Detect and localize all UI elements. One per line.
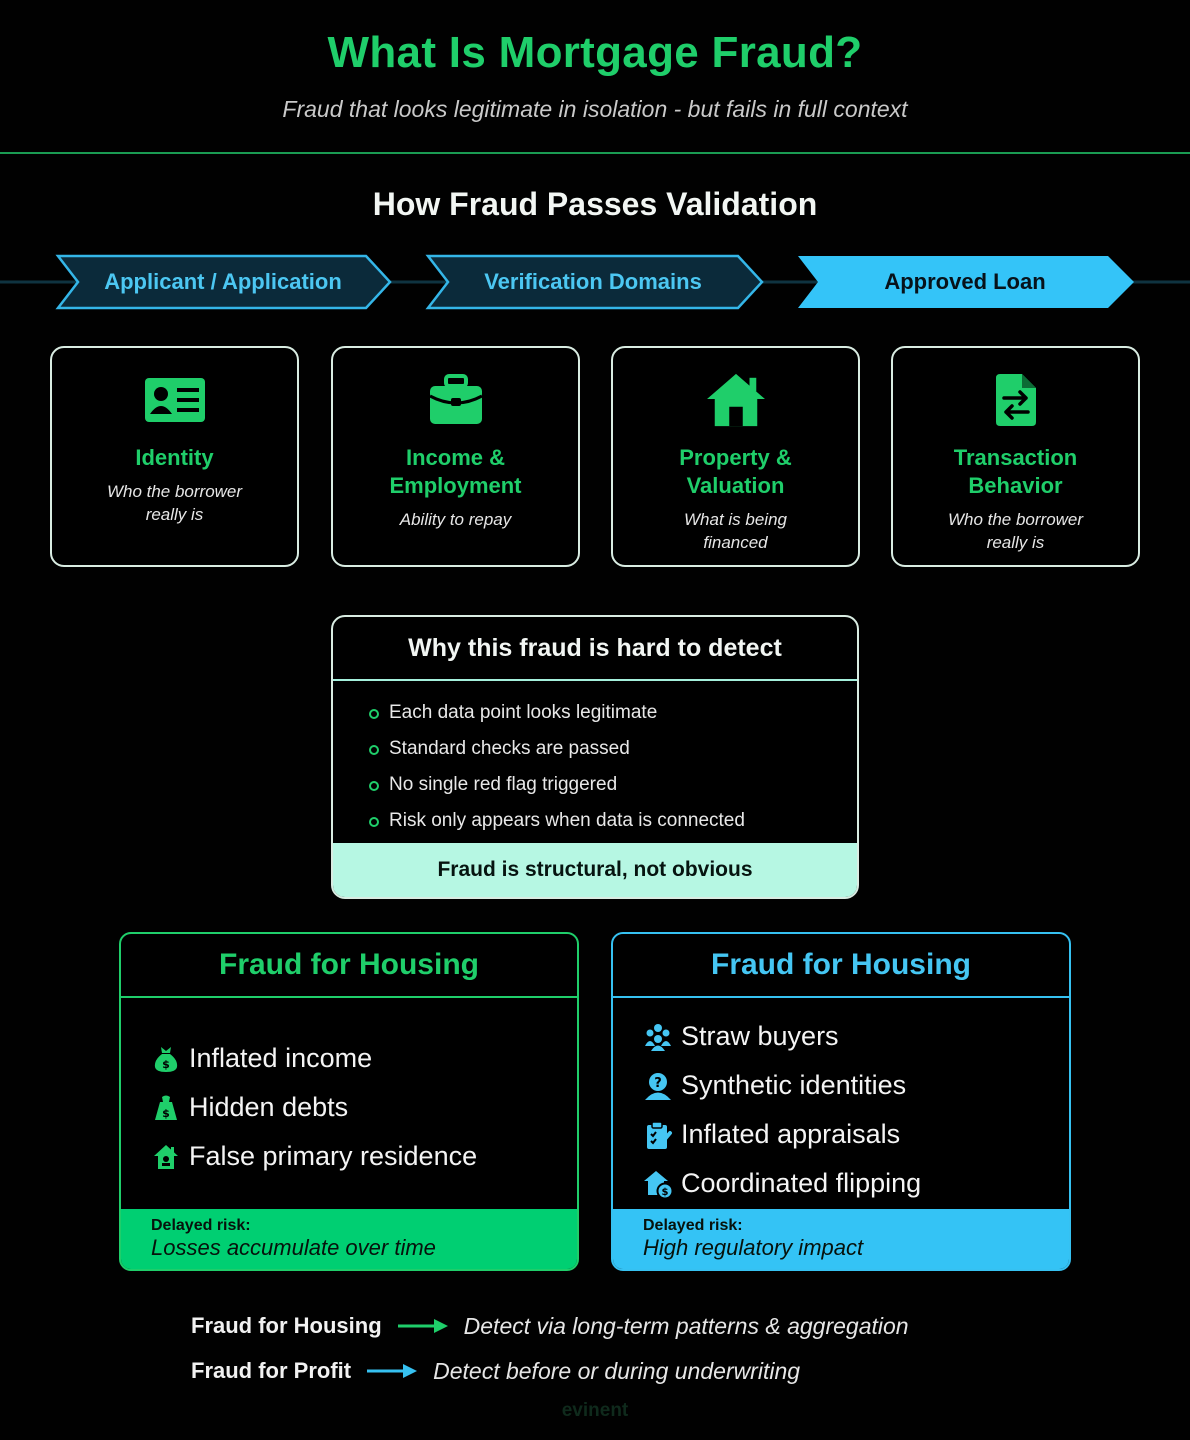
house-icon <box>154 1144 178 1169</box>
money-bag-icon: $ <box>155 1095 177 1120</box>
list-item: False primary residence <box>151 1132 577 1181</box>
flow-step-approved <box>798 256 1134 308</box>
risk-text: High regulatory impact <box>643 1235 864 1260</box>
transaction-document-icon <box>995 374 1036 426</box>
list-item: Inflated appraisals <box>643 1110 1069 1159</box>
why-box-list: Each data point looks legitimate Standar… <box>333 681 857 839</box>
legend-row-housing: Fraud for Housing Detect via long-term p… <box>191 1311 909 1341</box>
why-box-title: Why this fraud is hard to detect <box>333 617 857 681</box>
fraud-housing-box: Fraud for Housing $ Inflated income $ Hi… <box>119 932 579 1271</box>
risk-label: Delayed risk: <box>643 1217 743 1234</box>
briefcase-icon <box>428 374 483 424</box>
flow-step-applicant <box>55 254 392 310</box>
domain-card-transaction: Transaction Behavior Who the borrower re… <box>891 346 1140 567</box>
house-icon <box>706 373 765 427</box>
domain-description: What is being financed <box>684 510 787 552</box>
domain-title: Transaction Behavior <box>953 445 1078 498</box>
flow-step-verification <box>425 254 764 310</box>
fraud-item-text: Synthetic identities <box>681 1070 907 1100</box>
fraud-item-text: Coordinated flipping <box>681 1168 922 1198</box>
fraud-housing-list: $ Inflated income $ Hidden debts False p… <box>121 998 577 1181</box>
domain-card-identity: Identity Who the borrower really is <box>50 346 299 567</box>
flow-label-applicant: Applicant / Application <box>104 269 342 294</box>
svg-text:?: ? <box>654 1076 662 1091</box>
legend-row-profit: Fraud for Profit Detect before or during… <box>191 1356 800 1386</box>
legend-value: Detect via long-term patterns & aggregat… <box>463 1312 909 1339</box>
fraud-box-title: Fraud for Housing <box>613 934 1069 998</box>
fraud-item-text: Straw buyers <box>681 1021 839 1051</box>
legend-key: Fraud for Profit <box>191 1358 352 1383</box>
section-heading: How Fraud Passes Validation <box>372 186 818 222</box>
unknown-person-icon: ? <box>645 1072 671 1100</box>
group-icon <box>645 1023 671 1051</box>
svg-text:$: $ <box>162 1107 170 1120</box>
legend-key: Fraud for Housing <box>191 1313 382 1338</box>
domain-description: Who the borrower really is <box>947 510 1084 552</box>
domain-title: Income & Employment <box>389 445 522 498</box>
domain-title: Identity <box>135 445 214 470</box>
svg-text:$: $ <box>162 1058 170 1071</box>
process-flow <box>0 254 1190 310</box>
list-item: $ Hidden debts <box>151 1083 577 1132</box>
domain-card-income: Income & Employment Ability to repay <box>331 346 580 567</box>
list-item: Standard checks are passed <box>369 731 857 767</box>
fraud-profit-risk-footer: Delayed risk: High regulatory impact <box>613 1209 1069 1269</box>
house-money-icon: $ <box>644 1170 673 1199</box>
list-item: Straw buyers <box>643 1012 1069 1061</box>
fraud-item-text: Hidden debts <box>189 1092 349 1122</box>
domain-description: Ability to repay <box>399 510 512 529</box>
risk-text: Losses accumulate over time <box>151 1235 436 1260</box>
flow-label-verification: Verification Domains <box>484 269 702 294</box>
list-item: No single red flag triggered <box>369 767 857 803</box>
fraud-item-text: Inflated appraisals <box>681 1119 901 1149</box>
fraud-profit-box: Fraud for Housing Straw buyers ? Synthet… <box>611 932 1071 1271</box>
clipboard-icon <box>647 1120 672 1149</box>
list-item: Risk only appears when data is connected <box>369 803 857 839</box>
money-bag-icon: $ <box>154 1046 178 1072</box>
svg-text:$: $ <box>662 1187 669 1198</box>
fraud-item-text: Inflated income <box>189 1043 373 1073</box>
id-card-icon <box>144 378 205 422</box>
flow-label-approved: Approved Loan <box>884 269 1046 294</box>
why-hard-to-detect-box: Why this fraud is hard to detect Each da… <box>331 615 859 899</box>
risk-label: Delayed risk: <box>151 1217 251 1234</box>
list-item: $ Inflated income <box>151 1034 577 1083</box>
list-item: Each data point looks legitimate <box>369 695 857 731</box>
list-item: $ Coordinated flipping <box>643 1159 1069 1208</box>
fraud-box-title: Fraud for Housing <box>121 934 577 998</box>
arrow-right-icon <box>367 1364 418 1378</box>
why-box-footer: Fraud is structural, not obvious <box>333 843 857 897</box>
list-item: ? Synthetic identities <box>643 1061 1069 1110</box>
fraud-profit-list: Straw buyers ? Synthetic identities Infl… <box>613 998 1069 1208</box>
domain-title: Property & Valuation <box>679 445 792 498</box>
legend-value: Detect before or during underwriting <box>433 1357 801 1384</box>
brand-watermark: evinent <box>561 1400 629 1421</box>
domain-description: Who the borrower really is <box>106 482 243 524</box>
header-divider <box>0 152 1190 154</box>
domain-card-property: Property & Valuation What is being finan… <box>611 346 860 567</box>
fraud-item-text: False primary residence <box>189 1141 478 1171</box>
page-subtitle: Fraud that looks legitimate in isolation… <box>282 96 908 122</box>
fraud-housing-risk-footer: Delayed risk: Losses accumulate over tim… <box>121 1209 577 1269</box>
arrow-right-icon <box>397 1319 448 1333</box>
page-title: What Is Mortgage Fraud? <box>327 28 863 77</box>
